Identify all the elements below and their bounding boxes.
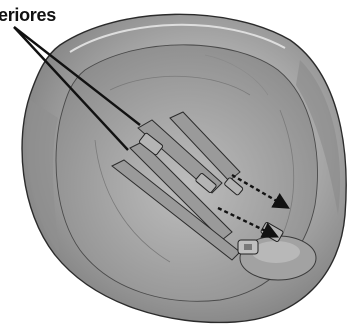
crotch-buckle	[238, 240, 258, 254]
callout-label: eriores	[0, 6, 56, 24]
